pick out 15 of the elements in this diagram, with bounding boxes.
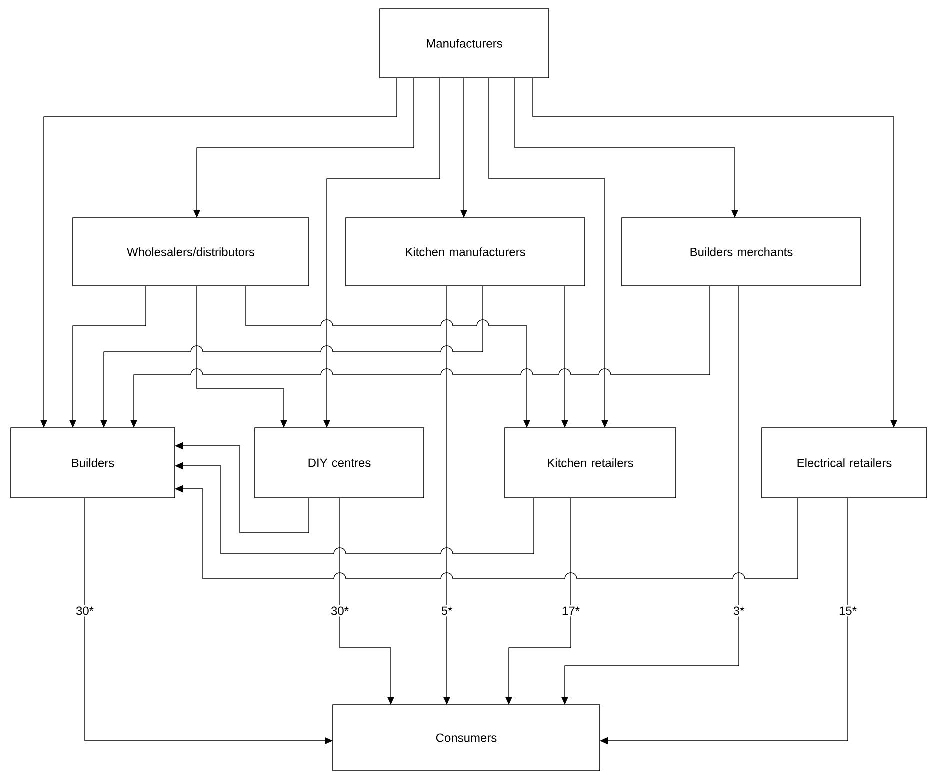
- edge-label: 30*: [330, 605, 350, 617]
- edge-label: 3*: [732, 605, 746, 617]
- box: Builders: [10, 428, 176, 498]
- box: Builders merchants: [622, 218, 862, 286]
- box: Manufacturers: [380, 8, 550, 78]
- edge-label: 5*: [440, 605, 454, 617]
- box: Electrical retailers: [762, 428, 928, 498]
- edge-label: 15*: [838, 605, 858, 617]
- box: Kitchen retailers: [504, 428, 676, 498]
- edge-label: 17*: [560, 605, 582, 617]
- box: Wholesalers/distributors: [72, 218, 310, 286]
- box: Kitchen manufacturers: [346, 218, 586, 286]
- box: DIY centres: [254, 428, 424, 498]
- box: Consumers: [332, 704, 600, 772]
- edge-label: 30*: [74, 605, 96, 617]
